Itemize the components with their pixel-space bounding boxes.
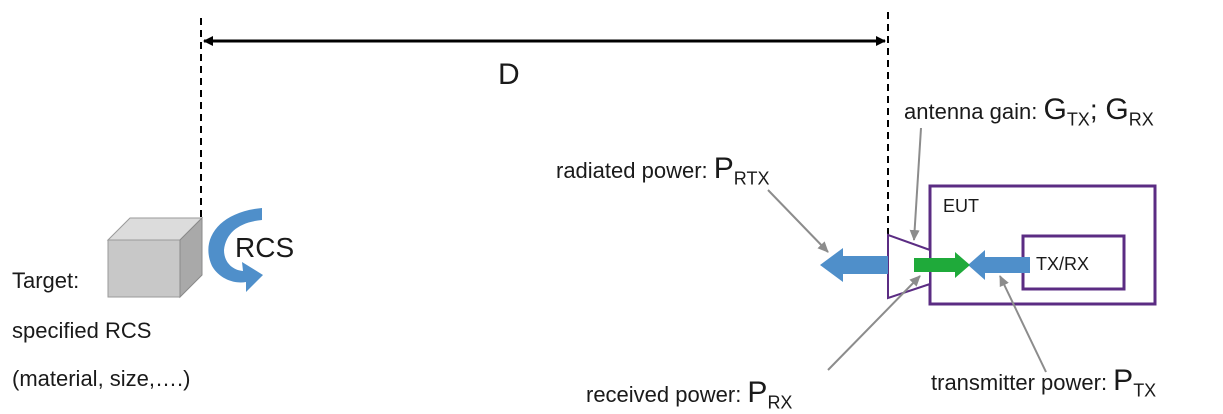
- target-cube: [106, 216, 204, 299]
- radiated-power-subscript: RTX: [733, 168, 770, 189]
- radiated-power-symbol: P: [713, 152, 734, 185]
- rcs-label: RCS: [235, 232, 295, 263]
- transmitter-power-arrow: [968, 250, 1030, 280]
- target-label: Target:: [12, 268, 80, 293]
- antenna-gain-pointer: [909, 127, 922, 241]
- received-power-label: received power: PRX: [586, 376, 793, 413]
- transmitter-power-label: transmitter power: PTX: [931, 364, 1157, 401]
- received-power-prefix: received power:: [586, 382, 748, 407]
- rcs-reflection-arrow: [208, 208, 263, 292]
- antenna-gain-label: antenna gain: GTX; GRX: [904, 93, 1154, 130]
- gain-separator: ;: [1089, 94, 1106, 125]
- eut-box: [928, 184, 1157, 306]
- radiated-power-arrow: [820, 248, 888, 282]
- radiated-power-prefix: radiated power:: [556, 158, 714, 183]
- gain-tx-symbol: G: [1043, 93, 1067, 126]
- transmitter-power-pointer: [999, 275, 1047, 373]
- received-power-pointer: [827, 275, 921, 371]
- transmitter-power-subscript: TX: [1133, 380, 1157, 401]
- txrx-label: TX/RX: [1036, 254, 1090, 274]
- antenna-gain-prefix: antenna gain:: [904, 99, 1044, 124]
- gain-tx-subscript: TX: [1066, 109, 1090, 130]
- received-power-arrow: [914, 252, 970, 278]
- target-rcs-spec: specified RCS: [12, 318, 152, 343]
- target-rcs-details: (material, size,….): [12, 366, 191, 391]
- radiated-power-label: radiated power: PRTX: [556, 152, 770, 189]
- eut-label: EUT: [943, 196, 979, 216]
- received-power-subscript: RX: [767, 392, 793, 413]
- radiated-power-pointer: [767, 189, 829, 253]
- distance-label: D: [498, 58, 520, 91]
- gain-rx-subscript: RX: [1128, 109, 1154, 130]
- transmitter-power-prefix: transmitter power:: [931, 370, 1114, 395]
- gain-rx-symbol: G: [1105, 93, 1129, 126]
- transmitter-power-symbol: P: [1113, 364, 1134, 397]
- received-power-symbol: P: [747, 376, 768, 409]
